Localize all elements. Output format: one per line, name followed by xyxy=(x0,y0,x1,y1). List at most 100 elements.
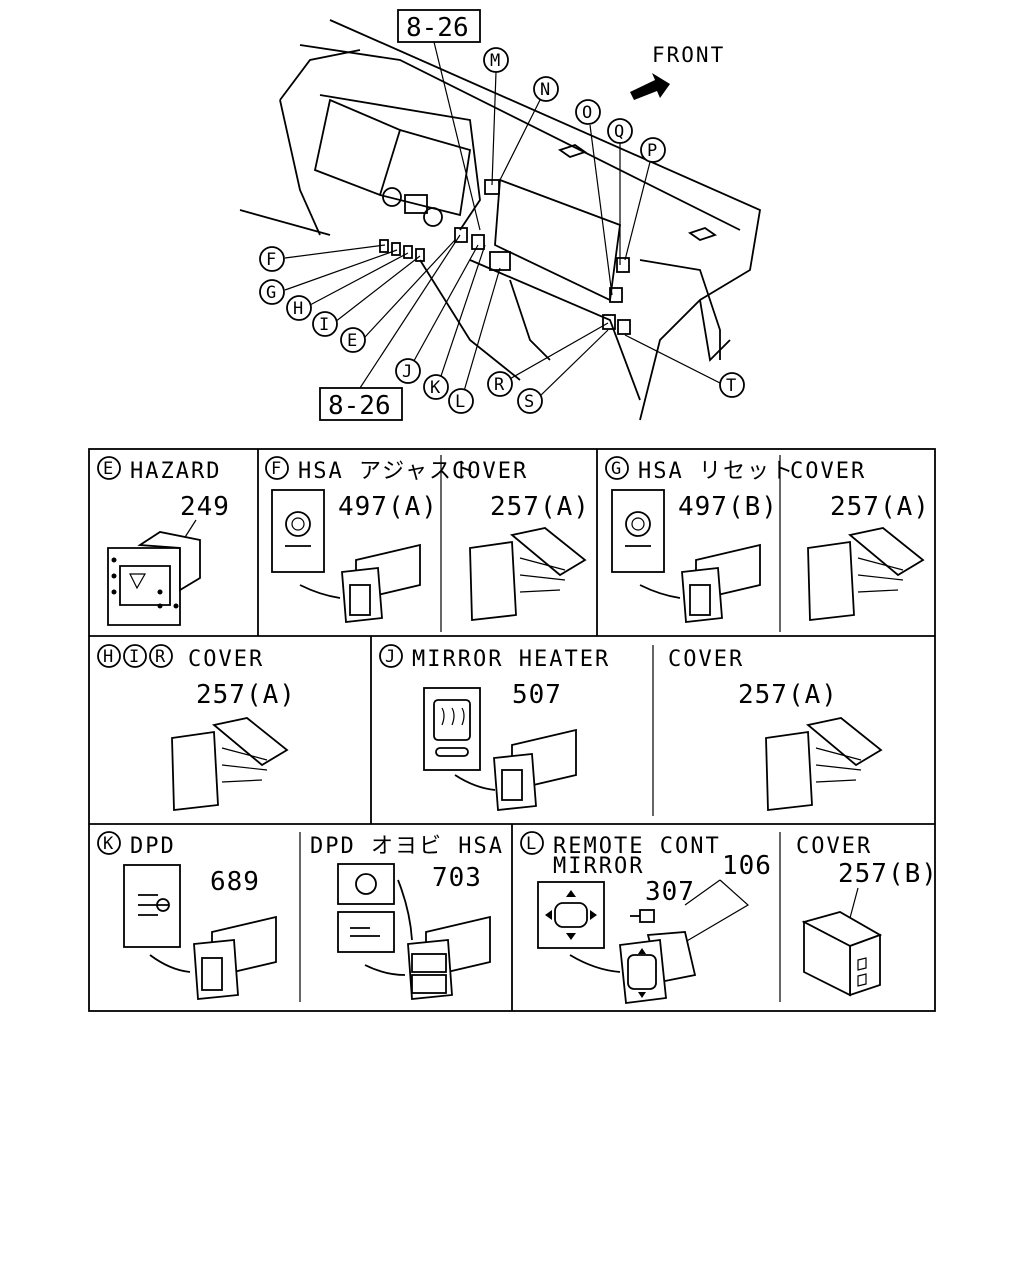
dpd-switch-icon xyxy=(193,915,277,1000)
part-number: 249 xyxy=(180,492,230,522)
callout-m: M xyxy=(483,47,509,73)
panel-hazard: E HAZARD 249 xyxy=(97,456,230,626)
panel-mirror-heater: J MIRROR HEATER 507 xyxy=(379,644,610,811)
panel-letter-i: I xyxy=(129,647,139,667)
panel-letter: L xyxy=(526,834,536,854)
callout-p: P xyxy=(640,137,666,163)
svg-text:O: O xyxy=(582,103,592,123)
remote-mirror-indicator-icon xyxy=(537,881,621,973)
svg-text:8-26: 8-26 xyxy=(328,391,391,421)
svg-text:N: N xyxy=(540,80,550,100)
blank-cover-icon xyxy=(807,527,925,622)
ref-box-top: 8-26 xyxy=(397,9,481,43)
panel-dpd: K DPD 689 xyxy=(97,831,277,1000)
mirror-heater-indicator-icon xyxy=(423,687,496,791)
svg-text:G: G xyxy=(266,283,276,303)
hsa-adjust-switch-icon xyxy=(341,543,421,623)
callout-f: F xyxy=(259,246,285,272)
blank-cover-icon xyxy=(765,717,883,812)
panel-letter: E xyxy=(103,459,113,479)
front-indicator: FRONT xyxy=(630,43,725,100)
svg-text:H: H xyxy=(293,299,303,319)
svg-text:I: I xyxy=(319,315,329,335)
panel-letter-r: R xyxy=(155,647,166,667)
front-arrow-icon xyxy=(630,73,670,100)
panel-f-cover: COVER 257(A) xyxy=(452,459,590,622)
panel-hir-cover: H I R COVER 257(A) xyxy=(97,644,296,812)
callout-l: L xyxy=(448,388,474,414)
part-number: 257(A) xyxy=(490,492,590,522)
svg-text:T: T xyxy=(726,376,736,396)
panel-letter-h: H xyxy=(103,647,113,667)
callout-t: T xyxy=(719,372,745,398)
svg-text:P: P xyxy=(647,141,657,161)
parts-table xyxy=(88,448,936,1012)
svg-text:S: S xyxy=(524,392,534,412)
svg-text:8-26: 8-26 xyxy=(406,13,469,43)
callout-o: O xyxy=(575,99,601,125)
panel-hsa-reset: G HSA リセット 497(B) xyxy=(605,456,795,623)
svg-text:E: E xyxy=(347,331,357,351)
hsa-reset-switch-icon xyxy=(681,543,761,623)
remote-mirror-switch-icon xyxy=(619,931,697,1005)
part-number: 257(A) xyxy=(738,680,838,710)
dpd-indicator-icon xyxy=(123,864,191,973)
square-cover-icon xyxy=(801,911,883,997)
svg-text:J: J xyxy=(402,362,412,382)
mirror-heater-switch-icon xyxy=(493,728,577,811)
panel-title: COVER xyxy=(790,459,866,484)
panel-letter: F xyxy=(271,459,281,479)
svg-text:R: R xyxy=(494,375,505,395)
part-number: 689 xyxy=(210,867,260,897)
part-number: 257(B) xyxy=(838,859,938,889)
callout-k: K xyxy=(423,374,449,400)
panel-l-cover: COVER 257(B) xyxy=(796,834,938,997)
panel-g-cover: COVER 257(A) xyxy=(790,459,930,622)
callout-n: N xyxy=(533,76,559,102)
panel-title: COVER xyxy=(796,834,872,859)
screw-icon xyxy=(630,909,655,923)
panel-title: HAZARD xyxy=(130,459,221,484)
panel-title: DPD xyxy=(130,834,176,859)
panel-hsa-adjust: F HSA アジャスト 497(A) xyxy=(265,456,475,623)
hsa-adjust-indicator-icon xyxy=(271,489,341,599)
overview-callouts: M N O Q P F G H I E J K L R S T xyxy=(259,47,745,414)
part-number: 497(B) xyxy=(678,492,778,522)
panel-letter: K xyxy=(103,834,114,854)
panel-dpd-hsa: DPD オヨビ HSA 703 xyxy=(310,834,502,1000)
part-number: 507 xyxy=(512,680,562,710)
panel-letter: G xyxy=(611,459,621,479)
part-number: 257(A) xyxy=(830,492,930,522)
part-number: 497(A) xyxy=(338,492,438,522)
callout-e: E xyxy=(340,327,366,353)
part-number: 257(A) xyxy=(196,680,296,710)
leader-lines xyxy=(284,41,721,399)
ref-box-bottom: 8-26 xyxy=(319,387,403,421)
panel-title: MIRROR HEATER xyxy=(412,647,610,672)
blank-cover-icon xyxy=(171,717,289,812)
panel-title: HSA リセット xyxy=(638,459,795,484)
blank-cover-icon xyxy=(469,527,587,622)
panel-title: COVER xyxy=(188,647,264,672)
callout-j: J xyxy=(395,358,421,384)
svg-text:L: L xyxy=(455,392,465,412)
panel-title: COVER xyxy=(452,459,528,484)
panel-title-line1: REMOTE CONT xyxy=(553,834,721,859)
panel-remote-mirror: L REMOTE CONT MIRROR 106 307 xyxy=(520,831,771,1005)
panel-title-line2: MIRROR xyxy=(553,854,644,879)
dashboard-overview xyxy=(239,19,762,421)
callout-i: I xyxy=(312,311,338,337)
callout-q: Q xyxy=(607,118,633,144)
panel-letter: J xyxy=(385,647,395,667)
svg-text:F: F xyxy=(266,250,276,270)
svg-text:Q: Q xyxy=(614,122,624,142)
dpd-hsa-indicator-icon xyxy=(337,863,413,976)
callout-r: R xyxy=(487,371,513,397)
hazard-switch-icon xyxy=(107,531,201,626)
dpd-hsa-switch-icon xyxy=(407,915,491,1000)
callout-g: G xyxy=(259,279,285,305)
hsa-reset-indicator-icon xyxy=(611,489,681,599)
svg-text:M: M xyxy=(490,51,500,71)
front-label: FRONT xyxy=(652,43,725,67)
